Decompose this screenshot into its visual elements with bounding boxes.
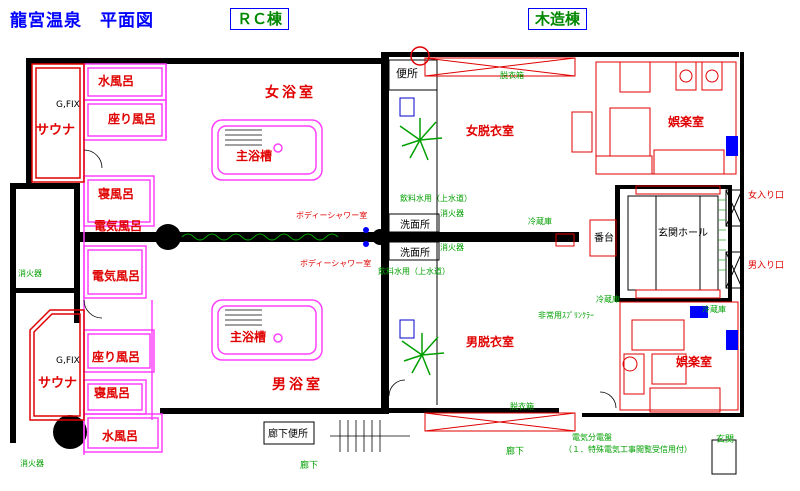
lounge-top-furniture xyxy=(571,61,737,175)
room-zaburo-bottom: 座り風呂 xyxy=(92,350,141,364)
room-lounge-top: 娯楽室 xyxy=(668,115,705,129)
bandai-label: 番台 xyxy=(594,233,614,244)
main-tub-top xyxy=(211,119,323,181)
electric-panel: 電気分電盤 xyxy=(572,433,612,442)
gfix-bottom: G,FIX xyxy=(56,356,80,366)
sauna-walls xyxy=(29,63,85,421)
cooler: 冷蔵庫 xyxy=(702,305,726,314)
plant-top xyxy=(399,118,443,161)
datsui-bottom: 脱衣箱 xyxy=(510,402,534,411)
room-men-dressing: 男脱衣室 xyxy=(466,335,515,349)
main-tub-top-label: 主浴槽 xyxy=(236,149,273,163)
men-entrance: 男入り口 xyxy=(748,261,785,271)
drinking-bottom: 飲料水用（上水道） xyxy=(378,267,450,276)
emergency-sprinkler: 非常用ｽﾌﾟﾘﾝｸﾗｰ xyxy=(538,311,594,320)
shoukaki-mid-bottom: 消火器 xyxy=(440,243,464,252)
gfix-top: G,FIX xyxy=(56,100,80,110)
plan-title: 龍宮温泉 平面図 xyxy=(10,11,154,31)
room-denkiburo-top: 電気風呂 xyxy=(94,219,143,233)
main-tub-bottom-label: 主浴槽 xyxy=(230,330,267,344)
room-neburo-bottom: 寝風呂 xyxy=(94,386,131,400)
room-denkiburo-bottom: 電気風呂 xyxy=(92,269,141,283)
body-shower-top: ボディーシャワー室 xyxy=(296,211,368,220)
section-wood: 木造棟 xyxy=(528,8,588,30)
lounge-bottom-furniture xyxy=(619,301,739,413)
wash-top: 洗面所 xyxy=(400,220,430,231)
corridor-toilet: 廊下便所 xyxy=(268,429,308,440)
main-tub-bottom xyxy=(211,299,323,361)
entrance-doors xyxy=(589,185,721,299)
column-bottom xyxy=(53,415,87,449)
women-entrance: 女入り口 xyxy=(748,191,785,201)
entrance-hall xyxy=(627,195,719,291)
corridor-right: 廊下 xyxy=(506,447,525,457)
plant-bottom xyxy=(401,333,445,376)
shoukaki-left: 消火器 xyxy=(18,269,42,278)
electric-panel-note: （１．特殊電気工事閲覧受信用付） xyxy=(564,445,692,454)
room-lounge-bottom: 娯楽室 xyxy=(676,355,713,369)
freezer: 冷蔵庫 xyxy=(528,217,552,226)
entrance-hall-label: 玄関ホール xyxy=(658,228,708,239)
reizouko: 冷蔵庫 xyxy=(596,295,620,304)
room-neburo-top: 寝風呂 xyxy=(98,187,135,201)
entrance-doorways xyxy=(725,189,743,289)
bottom-stairs xyxy=(330,420,410,452)
room-mizuburo-bottom: 水風呂 xyxy=(102,429,139,443)
shoukaki-mid-top: 消火器 xyxy=(440,209,464,218)
room-women-bath: 女浴室 xyxy=(265,85,316,101)
room-sauna-top: サウナ xyxy=(36,123,76,138)
wash-bottom: 洗面所 xyxy=(400,248,430,259)
shoukaki-bottom: 消火器 xyxy=(20,459,44,468)
drinking-top: 飲料水用（上水道） xyxy=(400,194,472,203)
room-toilet: 便所 xyxy=(396,67,418,80)
room-women-dressing: 女脱衣室 xyxy=(466,124,515,138)
porch: 玄関 xyxy=(716,435,735,445)
plant-strip xyxy=(181,233,339,241)
column-center xyxy=(372,229,388,245)
room-zaburo-top: 座り風呂 xyxy=(108,112,157,126)
datsui-top: 脱衣箱 xyxy=(500,71,524,80)
corridor-left: 廊下 xyxy=(300,461,319,471)
dressing-lockers xyxy=(424,57,576,432)
room-mizuburo-top: 水風呂 xyxy=(98,74,135,88)
column-left xyxy=(155,224,181,250)
body-shower-bottom: ボディーシャワー室 xyxy=(300,259,372,268)
room-men-bath: 男浴室 xyxy=(272,377,323,393)
room-sauna-bottom: サウナ xyxy=(38,376,78,391)
section-rc: ＲＣ棟 xyxy=(230,8,290,30)
